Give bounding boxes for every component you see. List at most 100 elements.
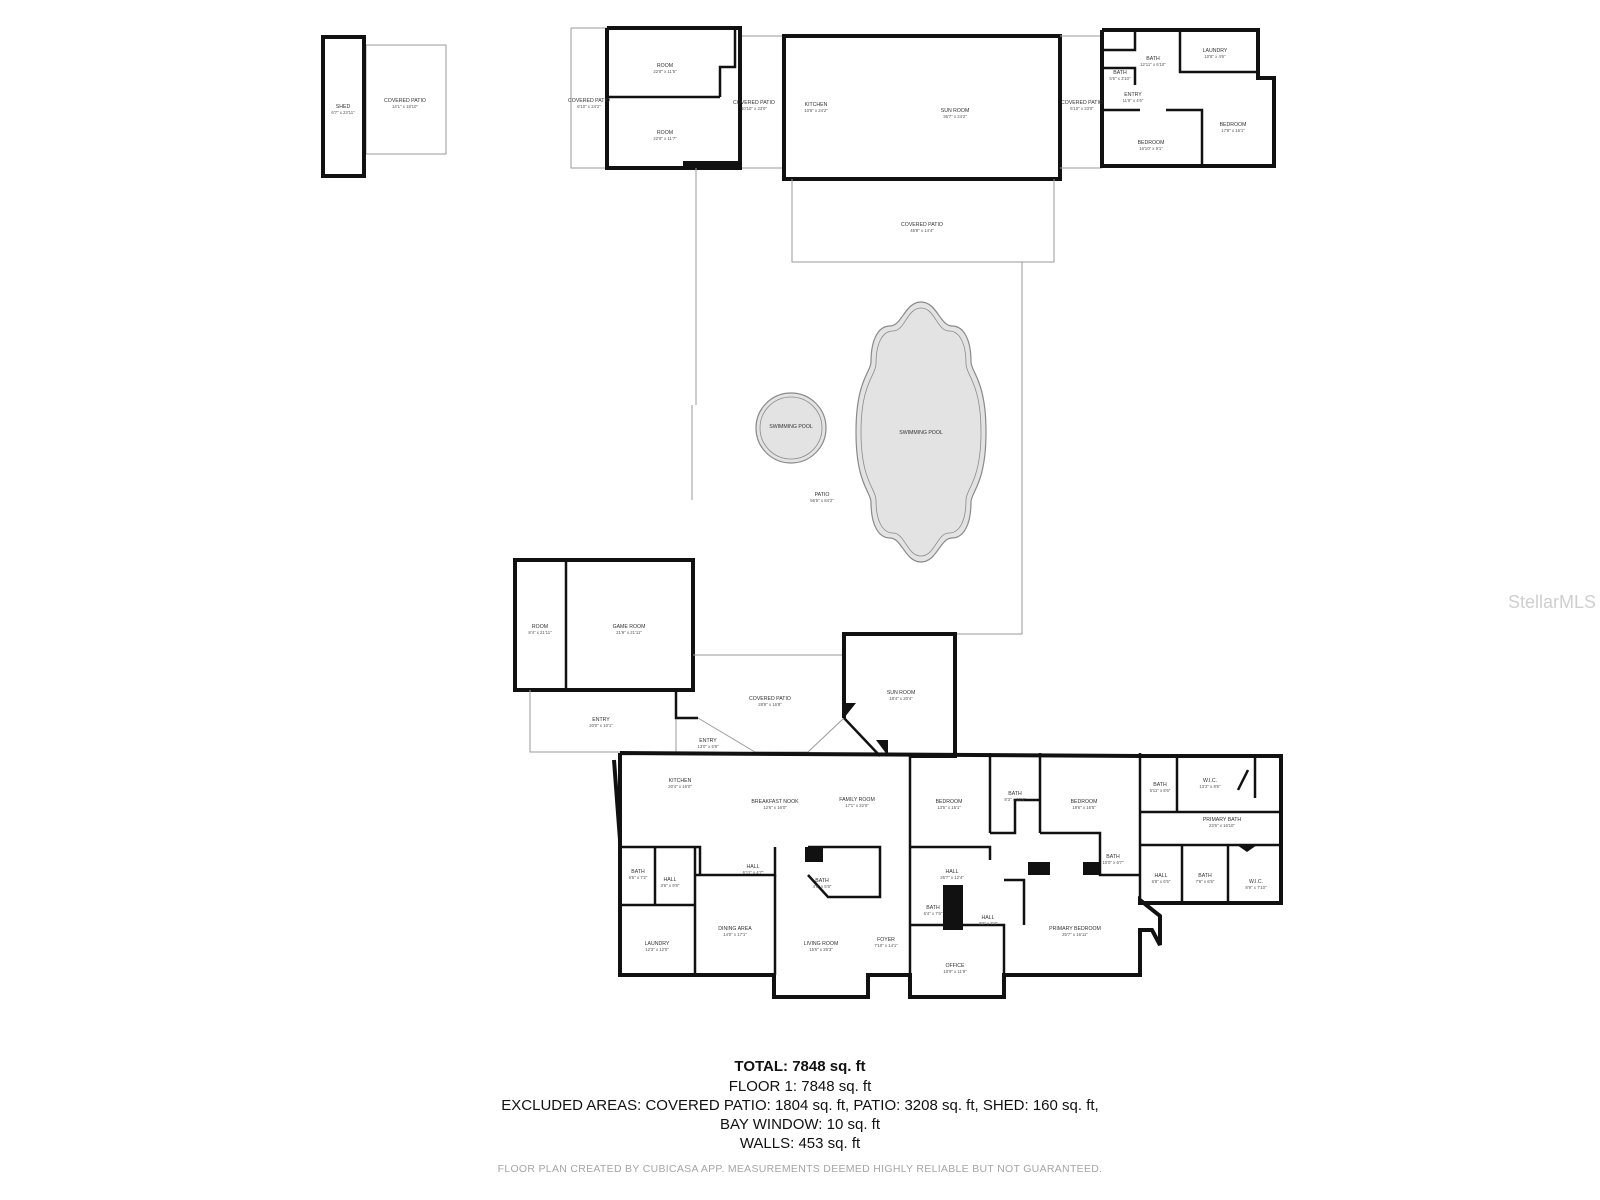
room-label-dining-area: DINING AREA	[718, 926, 752, 932]
floor-1-area: FLOOR 1: 7848 sq. ft	[728, 1078, 872, 1095]
room-label-bath: BATH	[1153, 782, 1167, 788]
room-label-room: ROOM	[657, 63, 673, 69]
room-dims-sun-room: 18'4" x 20'4"	[889, 696, 913, 701]
room-dims-sun-room: 36'7" x 24'2"	[943, 114, 967, 119]
room-label-swimming-pool: SWIMMING POOL	[899, 430, 943, 436]
room-dims-bath: 7'6" x 6'5"	[1196, 879, 1215, 884]
room-dims-covered-patio: 45'8" x 14'4"	[910, 228, 934, 233]
room-label-bath: BATH	[815, 878, 829, 884]
room-label-bath: BATH	[1008, 791, 1022, 797]
room-dims-covered-patio: 6'10" x 24'2"	[577, 104, 601, 109]
room-label-patio: PATIO	[815, 492, 830, 498]
room-label-covered-patio: COVERED PATIO	[733, 100, 775, 106]
room-dims-room: 22'8" x 11'7"	[653, 136, 677, 141]
room-dims-kitchen: 10'6" x 24'2"	[804, 108, 828, 113]
room-dims-kitchen: 20'4" x 16'0"	[668, 784, 692, 789]
room-label-entry: ENTRY	[699, 738, 717, 744]
room-label-bedroom: BEDROOM	[1071, 799, 1098, 805]
room-dims-covered-patio: 28'9" x 16'8"	[758, 702, 782, 707]
room-label-swimming-pool: SWIMMING POOL	[769, 424, 813, 430]
room-dims-patio: 56'5" x 84'2"	[810, 498, 834, 503]
room-label-kitchen: KITCHEN	[805, 102, 828, 108]
room-label-sun-room: SUN ROOM	[941, 108, 970, 114]
room-dims-shed: 6'7" x 23'11"	[331, 110, 355, 115]
room-label-bedroom: BEDROOM	[936, 799, 963, 805]
room-dims-bedroom: 16'10" x 9'1"	[1139, 146, 1163, 151]
room-label-bath: BATH	[926, 905, 940, 911]
room-dims-bath: 6'5" x 7'2"	[629, 875, 648, 880]
room-label-primary-bath: PRIMARY BATH	[1203, 817, 1242, 823]
room-dims-entry: 13'0" x 5'8"	[697, 744, 719, 749]
main-house	[612, 751, 1283, 999]
room-label-room: ROOM	[657, 130, 673, 136]
patio-area	[691, 168, 1023, 635]
room-dims-office: 10'9" x 11'9"	[943, 969, 967, 974]
room-dims-w-i-c: 13'2" x 8'6"	[1199, 784, 1221, 789]
center-patio-sunroom	[697, 632, 957, 758]
room-dims-bath: 6'4" x 7'6"	[924, 911, 943, 916]
room-label-w-i-c: W.I.C.	[1249, 879, 1263, 885]
room-dims-entry: 11'6" x 4'6"	[1123, 98, 1144, 103]
room-dims-bath: 8'3" x 13'4"	[1004, 797, 1026, 802]
top-guest-wing	[570, 26, 1102, 263]
room-label-covered-patio: COVERED PATIO	[568, 98, 610, 104]
disclaimer: FLOOR PLAN CREATED BY CUBICASA APP. MEAS…	[497, 1163, 1103, 1175]
room-label-entry: ENTRY	[1124, 92, 1142, 98]
room-label-bath: BATH	[1106, 854, 1120, 860]
room-label-hall: HALL	[747, 864, 760, 870]
room-label-room: ROOM	[532, 624, 548, 630]
room-dims-primary-bath: 23'6" x 16'10"	[1209, 823, 1235, 828]
room-label-hall: HALL	[946, 869, 959, 875]
room-label-bedroom: BEDROOM	[1220, 122, 1247, 128]
room-label-living-room: LIVING ROOM	[804, 941, 839, 947]
room-label-family-room: FAMILY ROOM	[839, 797, 875, 803]
room-label-primary-bedroom: PRIMARY BEDROOM	[1049, 926, 1101, 932]
room-dims-entry: 20'0" x 10'1"	[589, 723, 613, 728]
game-room-wing	[513, 558, 844, 753]
room-label-bath: BATH	[1198, 873, 1212, 879]
room-dims-breakfast-nook: 12'6" x 16'0"	[763, 805, 787, 810]
room-dims-primary-bedroom: 25'7" x 16'11"	[1062, 932, 1088, 937]
room-dims-covered-patio: 14'1" x 18'10"	[392, 104, 418, 109]
room-dims-bedroom: 19'6" x 16'5"	[1072, 805, 1096, 810]
room-label-bedroom: BEDROOM	[1138, 140, 1165, 146]
room-label-hall: HALL	[664, 877, 677, 883]
room-dims-bath: 4'6" x 5'8"	[813, 884, 832, 889]
room-label-foyer: FOYER	[877, 937, 895, 943]
room-dims-laundry: 12'3" x 12'0"	[645, 947, 669, 952]
watermark: StellarMLS	[1508, 592, 1597, 612]
room-label-hall: HALL	[982, 915, 995, 921]
room-label-covered-patio: COVERED PATIO	[749, 696, 791, 702]
room-dims-hall: 3'6" x 9'8"	[661, 883, 680, 888]
room-dims-bath: 5'6" x 3'10"	[1109, 76, 1131, 81]
room-dims-bath: 5'11" x 8'6"	[1150, 788, 1171, 793]
room-dims-hall: 6'11" x 4'7"	[743, 870, 764, 875]
room-label-sun-room: SUN ROOM	[887, 690, 916, 696]
room-label-game-room: GAME ROOM	[613, 624, 646, 630]
room-dims-hall: 25'7" x 12'4"	[940, 875, 964, 880]
room-label-kitchen: KITCHEN	[669, 778, 692, 784]
room-dims-bedroom: 17'8" x 16'1"	[1221, 128, 1245, 133]
room-dims-bath: 12'11" x 6'10"	[1140, 62, 1166, 67]
room-dims-room: 8'4" x 21'11"	[528, 630, 552, 635]
room-label-bath: BATH	[631, 869, 645, 875]
room-dims-bath: 10'0" x 6'7"	[1102, 860, 1124, 865]
bay-window-area: BAY WINDOW: 10 sq. ft	[719, 1116, 881, 1133]
room-label-entry: ENTRY	[592, 717, 610, 723]
room-label-shed: SHED	[336, 104, 351, 110]
total-area: TOTAL: 7848 sq. ft	[734, 1058, 866, 1075]
shed-block	[321, 35, 447, 178]
room-label-w-i-c: W.I.C.	[1203, 778, 1217, 784]
room-dims-covered-patio: 6'10" x 23'0"	[1070, 106, 1094, 111]
room-dims-laundry: 10'8" x 4'6"	[1204, 54, 1226, 59]
room-label-covered-patio: COVERED PATIO	[901, 222, 943, 228]
room-label-laundry: LAUNDRY	[645, 941, 670, 947]
room-dims-hall: 3'2" x 7'4"	[979, 921, 998, 926]
room-dims-hall: 6'8" x 6'5"	[1152, 879, 1171, 884]
room-dims-room: 22'8" x 11'5"	[653, 69, 677, 74]
top-right-wing	[1100, 28, 1276, 168]
room-dims-game-room: 21'9" x 21'11"	[616, 630, 642, 635]
room-label-bath: BATH	[1113, 70, 1127, 76]
